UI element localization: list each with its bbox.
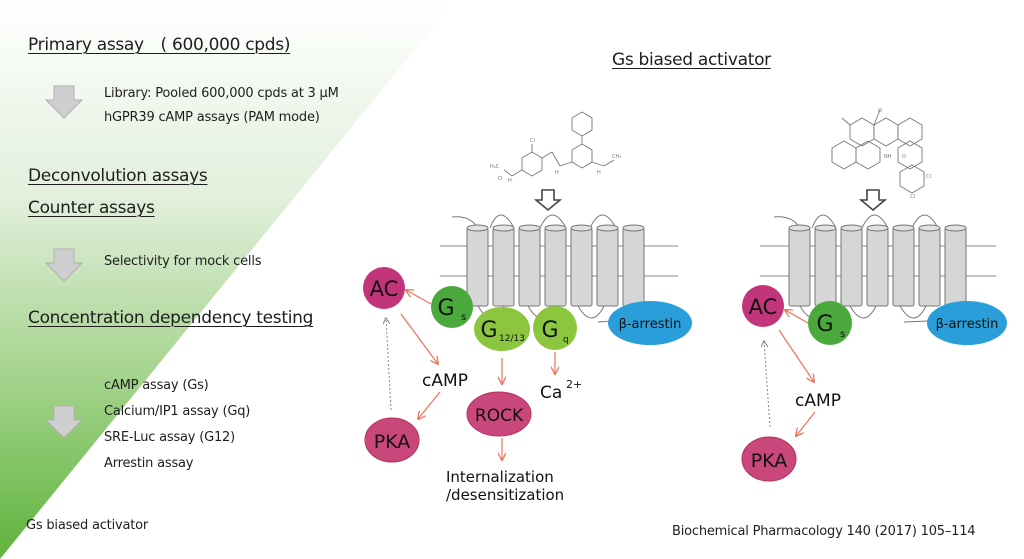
primary-assay-line-2: hGPR39 cAMP assays (PAM mode) (104, 110, 320, 125)
left-calcium-charge: 2+ (566, 378, 582, 391)
right-ac-to-camp-arrow (778, 329, 814, 382)
ac-to-camp-arrow (400, 313, 438, 364)
concentration-heading: Concentration dependency testing (28, 308, 314, 328)
svg-text:NH: NH (884, 154, 892, 160)
right-node-gs: G s (808, 301, 852, 345)
svg-text:H: H (555, 170, 559, 176)
deconvolution-heading: Deconvolution assays (28, 166, 208, 186)
primary-assay-line-1: Library: Pooled 600,000 cpds at 3 µM (104, 86, 339, 101)
svg-text:O: O (878, 108, 882, 114)
primary-assay-heading: Primary assay ( 600,000 cpds) (28, 35, 291, 55)
right-gpcr-helices (788, 224, 967, 307)
right-node-arrestin: β-arrestin (927, 301, 1007, 345)
counter-assays-heading: Counter assays (28, 198, 155, 218)
left-node-rock: ROCK (466, 391, 532, 437)
right-pka-feedback-arrow (764, 341, 771, 428)
right-node-ac: AC (742, 285, 784, 327)
svg-text:G: G (480, 318, 497, 343)
left-node-arrestin: β-arrestin (608, 301, 692, 345)
pka-feedback-arrow (386, 318, 392, 411)
left-node-gs: G s (431, 286, 473, 328)
svg-text:O: O (498, 176, 502, 182)
svg-text:Cl: Cl (530, 138, 535, 144)
svg-text:Cl: Cl (910, 194, 915, 200)
left-ac-label: AC (370, 277, 399, 301)
internalization-label: Internalization (446, 468, 554, 486)
svg-text:PKA: PKA (374, 431, 411, 453)
svg-text:O: O (902, 154, 906, 160)
svg-text:ROCK: ROCK (475, 406, 524, 426)
svg-text:H: H (508, 178, 512, 184)
svg-text:q: q (563, 335, 569, 345)
svg-text:Cl: Cl (926, 174, 931, 180)
left-compound-structure (503, 111, 615, 177)
left-calcium-label: Ca (540, 383, 562, 403)
left-node-pka: PKA (364, 417, 420, 463)
right-node-pka: PKA (741, 436, 797, 482)
svg-text:G: G (541, 318, 558, 343)
left-gpcr-helices (466, 224, 645, 307)
camp-to-pka-arrow (418, 391, 441, 419)
svg-text:β-arrestin: β-arrestin (936, 317, 999, 332)
svg-text:H₃C: H₃C (490, 164, 500, 170)
concentration-line-4: Arrestin assay (104, 456, 194, 471)
left-node-ac: AC (363, 267, 405, 309)
counter-assay-line-1: Selectivity for mock cells (104, 254, 262, 269)
down-arrow-icon (44, 405, 84, 439)
desensitization-label: /desensitization (446, 486, 564, 504)
svg-text:H: H (597, 170, 601, 176)
right-gs-to-ac-arrow (785, 310, 809, 324)
ligand-binding-arrow-icon (535, 189, 561, 211)
left-node-gq: G q (533, 306, 577, 350)
svg-text:s: s (840, 329, 845, 340)
concentration-line-2: Calcium/IP1 assay (Gq) (104, 404, 251, 419)
right-camp-to-pka-arrow (796, 411, 816, 436)
svg-text:PKA: PKA (751, 450, 788, 472)
ligand-binding-arrow-icon (860, 189, 886, 211)
concentration-line-3: SRE-Luc assay (G12) (104, 430, 235, 445)
gs-to-ac-arrow (406, 290, 432, 305)
right-compound-structure (831, 109, 925, 194)
left-footer-label: Gs biased activator (26, 518, 149, 533)
down-arrow-icon (44, 85, 84, 119)
svg-text:G: G (816, 312, 833, 337)
down-arrow-icon (44, 248, 84, 282)
svg-text:s: s (461, 312, 466, 323)
right-camp-label: cAMP (795, 391, 841, 411)
svg-text:AC: AC (749, 295, 778, 319)
citation: Biochemical Pharmacology 140 (2017) 105–… (672, 524, 976, 539)
concentration-line-1: cAMP assay (Gs) (104, 378, 209, 393)
svg-text:β-arrestin: β-arrestin (619, 317, 682, 332)
svg-text:G: G (437, 296, 454, 321)
svg-text:CH₃: CH₃ (612, 154, 621, 160)
right-panel-title: Gs biased activator (612, 50, 771, 70)
left-camp-label: cAMP (422, 371, 468, 391)
left-node-g1213: G 12/13 (474, 307, 530, 351)
svg-text:12/13: 12/13 (499, 334, 525, 344)
